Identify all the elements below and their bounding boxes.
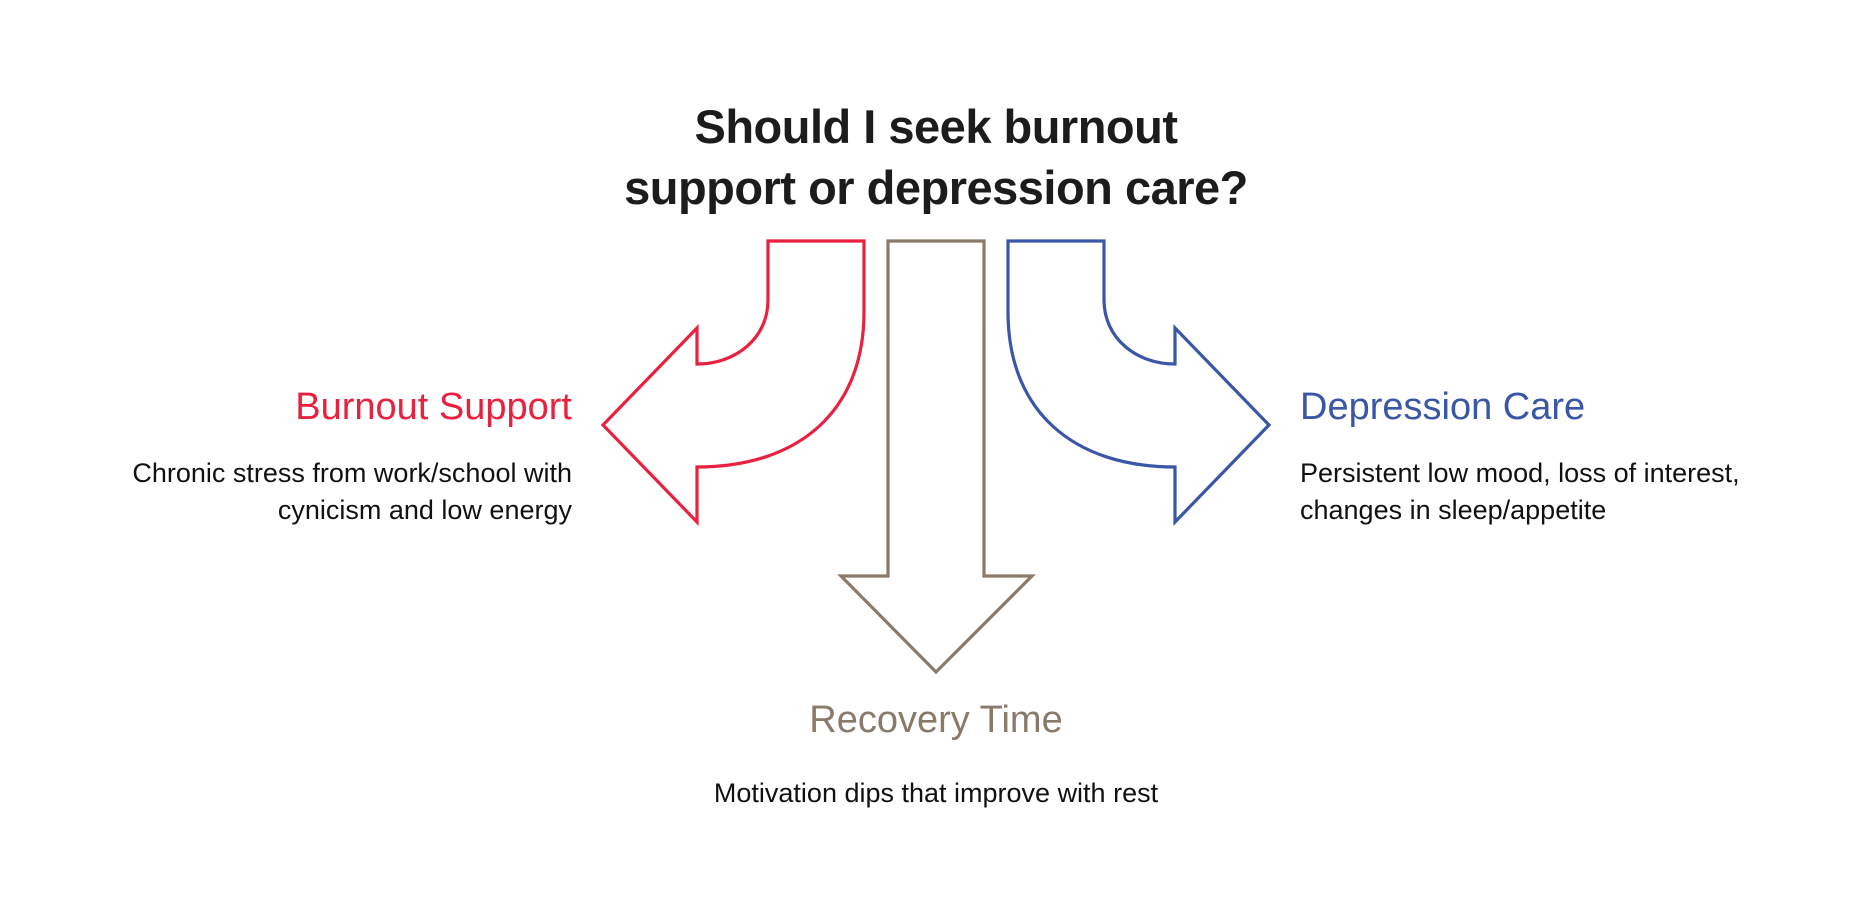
- burnout-support-desc-line-2: cynicism and low energy: [277, 495, 572, 525]
- diagram-title: Should I seek burnout support or depress…: [0, 96, 1872, 218]
- title-line-1: Should I seek burnout: [694, 100, 1178, 153]
- recovery-arrow-icon: [837, 239, 1036, 675]
- depression-care-desc-line-1: Persistent low mood, loss of interest,: [1300, 458, 1740, 488]
- burnout-arrow-icon: [600, 239, 866, 526]
- title-line-2: support or depression care?: [624, 161, 1248, 214]
- recovery-time-desc: Motivation dips that improve with rest: [713, 778, 1159, 808]
- depression-care-desc-line-2: changes in sleep/appetite: [1300, 495, 1607, 525]
- recovery-time-label: Recovery Time: [809, 699, 1063, 741]
- depression-arrow-icon: [1006, 239, 1272, 526]
- depression-care-label: Depression Care: [1300, 386, 1586, 428]
- burnout-support-desc-line-1: Chronic stress from work/school with: [132, 458, 572, 488]
- burnout-support-label: Burnout Support: [295, 386, 572, 428]
